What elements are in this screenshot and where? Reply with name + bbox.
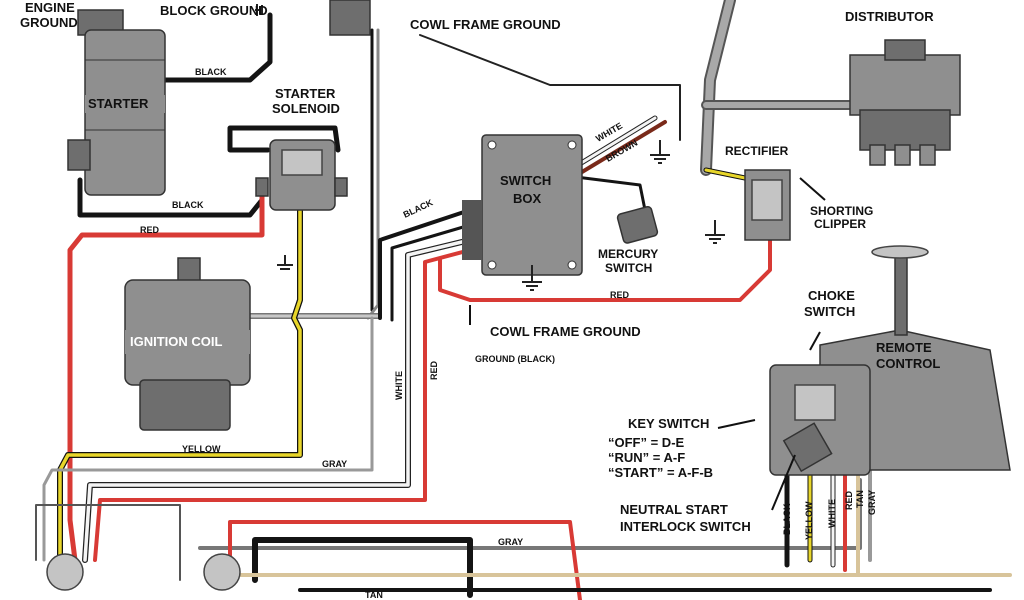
label-shorting-clipper-1: SHORTING bbox=[810, 204, 873, 218]
label-switch-box-2: BOX bbox=[513, 191, 542, 206]
black-wire-starter-top bbox=[112, 12, 273, 83]
black-wire-bottom bbox=[252, 537, 473, 598]
text-labels: ENGINE GROUND BLOCK GROUND STARTER START… bbox=[20, 0, 940, 534]
wire-label-black-remote: BLACK bbox=[782, 503, 792, 535]
wire-label-red-remote: RED bbox=[844, 490, 854, 510]
wire-label-black-mid: BLACK bbox=[172, 200, 204, 210]
label-key-run: “RUN” = A-F bbox=[608, 450, 685, 465]
label-neutral-start-2: INTERLOCK SWITCH bbox=[620, 519, 751, 534]
arrow-choke bbox=[809, 331, 821, 351]
label-neutral-start-1: NEUTRAL START bbox=[620, 502, 728, 517]
label-shorting-clipper-2: CLIPPER bbox=[814, 217, 866, 231]
components bbox=[46, 0, 1011, 591]
label-remote-control-2: CONTROL bbox=[876, 356, 940, 371]
wire-label-red-vertical: RED bbox=[429, 360, 439, 380]
rectifier bbox=[744, 169, 791, 241]
label-switch-box-1: SWITCH bbox=[500, 173, 551, 188]
black-wire-solenoid-loop bbox=[227, 125, 341, 153]
wire-label-white-vertical: WHITE bbox=[394, 371, 404, 400]
distributor bbox=[849, 39, 961, 166]
black-wire-switchbox bbox=[378, 208, 472, 320]
wire-label-tan-remote: TAN bbox=[855, 490, 865, 508]
arrow-key-switch bbox=[717, 419, 756, 429]
red-wire-bottom bbox=[228, 520, 582, 600]
label-ground-black: GROUND (BLACK) bbox=[475, 354, 555, 364]
wire-label-brown-top: BROWN bbox=[604, 138, 639, 164]
label-distributor: DISTRIBUTOR bbox=[845, 9, 934, 24]
wire-label-yellow-remote: YELLOW bbox=[804, 501, 814, 540]
label-starter: STARTER bbox=[88, 96, 149, 111]
ground-symbols bbox=[255, 4, 725, 291]
label-mercury-switch-2: SWITCH bbox=[605, 261, 652, 275]
wire-label-gray-remote: GRAY bbox=[867, 490, 877, 515]
arrow-neutral-start bbox=[771, 454, 796, 511]
white-outline-left bbox=[35, 504, 181, 581]
yellow-wire-solenoid-inner bbox=[58, 203, 302, 562]
white-wire-vertical-inner bbox=[83, 238, 472, 562]
label-key-switch: KEY SWITCH bbox=[628, 416, 709, 431]
wire-label-red-rectifier: RED bbox=[610, 290, 630, 300]
wire-label-black-switchbox: BLACK bbox=[402, 197, 435, 220]
label-key-off: “OFF” = D-E bbox=[608, 435, 685, 450]
wire-label-gray-bottom: GRAY bbox=[498, 537, 523, 547]
gray-linkage-inner bbox=[702, 0, 734, 174]
label-remote-control-1: REMOTE bbox=[876, 340, 932, 355]
label-engine-ground-2: GROUND bbox=[20, 15, 78, 30]
gray-wire-mid bbox=[42, 316, 374, 562]
ignition-coil bbox=[124, 257, 251, 431]
label-mercury-switch-1: MERCURY bbox=[598, 247, 658, 261]
label-starter-solenoid-2: SOLENOID bbox=[272, 101, 340, 116]
ground-symbol-block bbox=[255, 4, 263, 16]
label-ignition-coil: IGNITION COIL bbox=[130, 334, 223, 349]
connector-mid bbox=[203, 553, 241, 591]
pointer-arrows bbox=[469, 177, 826, 511]
label-starter-solenoid-1: STARTER bbox=[275, 86, 336, 101]
red-wire-left bbox=[67, 192, 265, 563]
wire-label-black-top: BLACK bbox=[195, 67, 227, 77]
label-choke-switch-2: SWITCH bbox=[804, 304, 855, 319]
black-wire-switchbox-2 bbox=[390, 223, 472, 322]
connector-left bbox=[46, 553, 84, 591]
wire-label-white-remote: WHITE bbox=[827, 499, 837, 528]
wires bbox=[35, 0, 1012, 600]
label-rectifier: RECTIFIER bbox=[725, 144, 789, 158]
wire-label-gray-mid: GRAY bbox=[322, 459, 347, 469]
ground-symbol-solenoid bbox=[277, 255, 293, 270]
wire-label-red-left: RED bbox=[140, 225, 160, 235]
arrow-shorting-clipper bbox=[799, 177, 826, 201]
red-wire-rectifier bbox=[438, 198, 772, 302]
label-key-start: “START” = A-F-B bbox=[608, 465, 713, 480]
label-engine-ground-1: ENGINE bbox=[25, 0, 75, 15]
label-choke-switch-1: CHOKE bbox=[808, 288, 855, 303]
mercury-switch-body bbox=[616, 206, 659, 244]
ground-symbol-rectifier bbox=[705, 220, 725, 244]
black-wire-starter-solenoid bbox=[77, 177, 265, 218]
label-cowl-frame-ground-mid: COWL FRAME GROUND bbox=[490, 324, 641, 339]
label-block-ground: BLOCK GROUND bbox=[160, 3, 268, 18]
starter-label-bg bbox=[85, 95, 165, 113]
remote-control bbox=[769, 245, 1011, 476]
label-cowl-frame-ground-top: COWL FRAME GROUND bbox=[410, 17, 561, 32]
top-component bbox=[329, 0, 371, 36]
white-wire-top-inner bbox=[576, 116, 657, 167]
black-wire-mercury bbox=[558, 173, 647, 212]
cowl-ground-wire-top bbox=[419, 34, 681, 141]
ground-symbol-switchbox bbox=[522, 265, 542, 291]
starter-solenoid bbox=[255, 139, 348, 211]
wire-label-yellow-bottom: YELLOW bbox=[182, 444, 221, 454]
wire-label-tan-bottom: TAN bbox=[365, 590, 383, 600]
ground-symbol-cowl bbox=[650, 140, 670, 164]
brown-wire-top bbox=[580, 120, 667, 174]
